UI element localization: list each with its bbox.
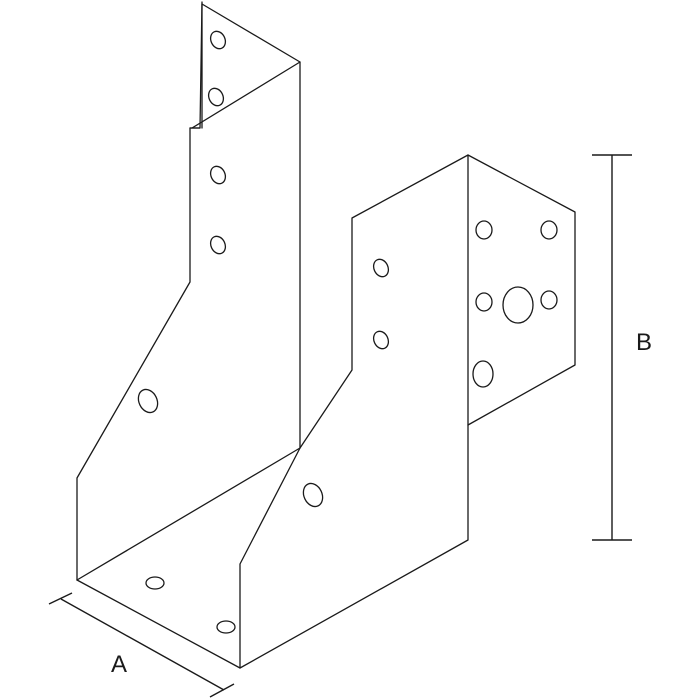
dimension-b-label: B: [636, 329, 652, 356]
hole: [540, 220, 558, 240]
hole: [472, 360, 494, 388]
seat-plate: [76, 447, 301, 669]
hole: [137, 388, 159, 414]
left-flange: [76, 1, 301, 581]
hole: [209, 165, 227, 185]
dimension-a: A: [48, 592, 235, 698]
hole: [209, 235, 227, 255]
nail-holes: [137, 30, 558, 634]
dimension-a-label: A: [111, 651, 127, 678]
hole: [216, 620, 236, 634]
hole: [475, 220, 493, 240]
hole: [209, 30, 227, 50]
hole: [145, 576, 165, 590]
right-flange: [239, 154, 576, 669]
hole: [302, 482, 324, 508]
hole: [502, 286, 534, 324]
hole: [372, 330, 390, 350]
left-flange-outline: [189, 1, 301, 449]
hole: [207, 87, 225, 107]
hole: [372, 258, 390, 278]
hole: [475, 292, 493, 312]
dimension-b: B: [592, 154, 652, 541]
hole: [540, 290, 558, 310]
